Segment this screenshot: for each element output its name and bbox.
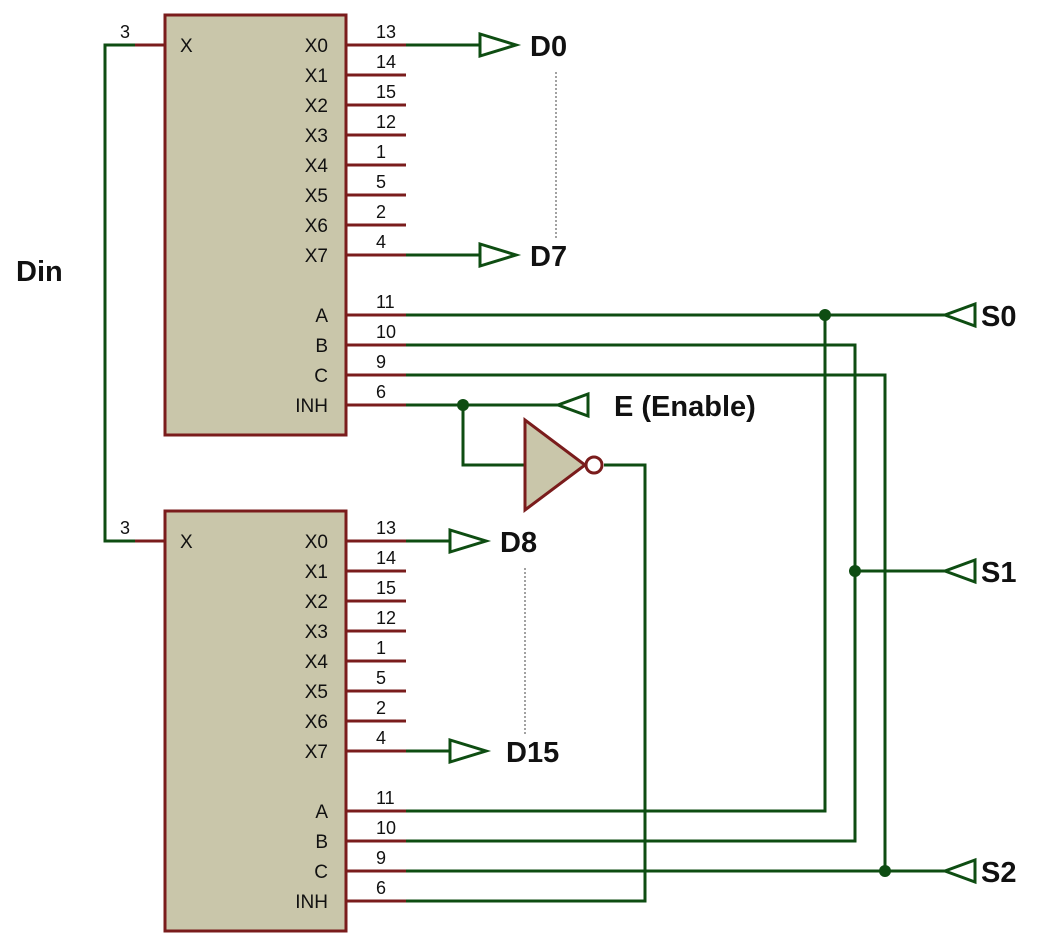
pin-number: 4 <box>376 728 386 748</box>
junction-dot <box>457 399 469 411</box>
input-terminal-icon <box>553 391 590 419</box>
junction-dot <box>879 865 891 877</box>
wire-inverter-inh2 <box>406 463 647 903</box>
pin-label: B <box>315 832 328 853</box>
pin-label: X <box>180 532 193 553</box>
net-label-d15: D15 <box>506 737 559 769</box>
pin-label: B <box>315 336 328 357</box>
net-label-s2: S2 <box>981 857 1016 889</box>
pin-number: 15 <box>376 578 396 598</box>
inverter-bubble-icon <box>584 455 604 475</box>
pin-number: 2 <box>376 698 386 718</box>
pin-number: 11 <box>376 788 395 808</box>
inverter-triangle-icon <box>523 417 588 513</box>
pin-label: C <box>314 862 328 883</box>
output-terminal-icon <box>448 527 492 555</box>
pin-label: X6 <box>305 712 328 733</box>
pin-number: 14 <box>376 548 396 568</box>
pin-label: X2 <box>305 592 328 613</box>
mux-chip-2: 3 X X0 X1 X2 X3 X4 X5 X6 X7 A B C INH 13… <box>120 509 406 933</box>
wires <box>103 43 945 903</box>
pin-number: 6 <box>376 878 386 898</box>
net-label-d7: D7 <box>530 241 567 273</box>
pin-label: X3 <box>305 126 328 147</box>
pin-number: 5 <box>376 172 386 192</box>
wire-din <box>103 43 135 543</box>
pin-label: A <box>315 802 328 823</box>
pin-label: A <box>315 306 328 327</box>
pin-label: X4 <box>305 652 329 673</box>
pin-number: 1 <box>376 142 386 162</box>
pin-label: X0 <box>305 532 328 553</box>
pin-label: X1 <box>305 66 328 87</box>
pin-number: 5 <box>376 668 386 688</box>
net-label-d0: D0 <box>530 31 567 63</box>
pin-label: X7 <box>305 246 328 267</box>
pin-number: 2 <box>376 202 386 222</box>
junction-dot <box>819 309 831 321</box>
junction-dot <box>849 565 861 577</box>
input-terminal-icon <box>940 301 977 329</box>
pin-label: X3 <box>305 622 328 643</box>
pin-number: 11 <box>376 292 395 312</box>
pin-number: 6 <box>376 382 386 402</box>
output-terminal-icon <box>448 737 492 765</box>
wire-s0-a-lower <box>406 315 827 813</box>
pin-number: 12 <box>376 608 396 628</box>
inverter-gate <box>523 417 604 513</box>
mux-chip-1: 3 X X0 X1 X2 X3 X4 X5 X6 X7 A B C INH 13… <box>120 13 406 437</box>
input-terminal-icon <box>940 557 977 585</box>
pin-number: 3 <box>120 22 130 42</box>
pin-number: 9 <box>376 848 386 868</box>
pin-number: 10 <box>376 818 396 838</box>
chip-body <box>163 13 348 437</box>
pin-label: X1 <box>305 562 328 583</box>
pin-number: 13 <box>376 22 396 42</box>
pin-label: X7 <box>305 742 328 763</box>
net-label-enable: E (Enable) <box>614 391 756 423</box>
wire-s1-b <box>406 343 857 843</box>
pin-label: INH <box>295 396 328 417</box>
pin-label: X2 <box>305 96 328 117</box>
pin-label: X6 <box>305 216 328 237</box>
pin-number: 1 <box>376 638 386 658</box>
net-label-s1: S1 <box>981 557 1016 589</box>
pin-label: X5 <box>305 682 328 703</box>
pin-number: 4 <box>376 232 386 252</box>
output-terminal-icon <box>478 31 522 59</box>
chip-body <box>163 509 348 933</box>
pin-number: 12 <box>376 112 396 132</box>
net-label-din: Din <box>16 256 63 288</box>
pin-number: 3 <box>120 518 130 538</box>
pin-label: X <box>180 36 193 57</box>
pin-number: 15 <box>376 82 396 102</box>
pin-label: INH <box>295 892 328 913</box>
pin-number: 14 <box>376 52 396 72</box>
pin-label: C <box>314 366 328 387</box>
net-label-d8: D8 <box>500 527 537 559</box>
pin-label: X5 <box>305 186 328 207</box>
pin-label: X4 <box>305 156 329 177</box>
pin-number: 9 <box>376 352 386 372</box>
pin-number: 10 <box>376 322 396 342</box>
output-terminal-icon <box>478 241 522 269</box>
pin-number: 13 <box>376 518 396 538</box>
wire-enable-inverter <box>461 405 525 467</box>
pin-label: X0 <box>305 36 328 57</box>
input-terminal-icon <box>940 857 977 885</box>
net-label-s0: S0 <box>981 301 1016 333</box>
